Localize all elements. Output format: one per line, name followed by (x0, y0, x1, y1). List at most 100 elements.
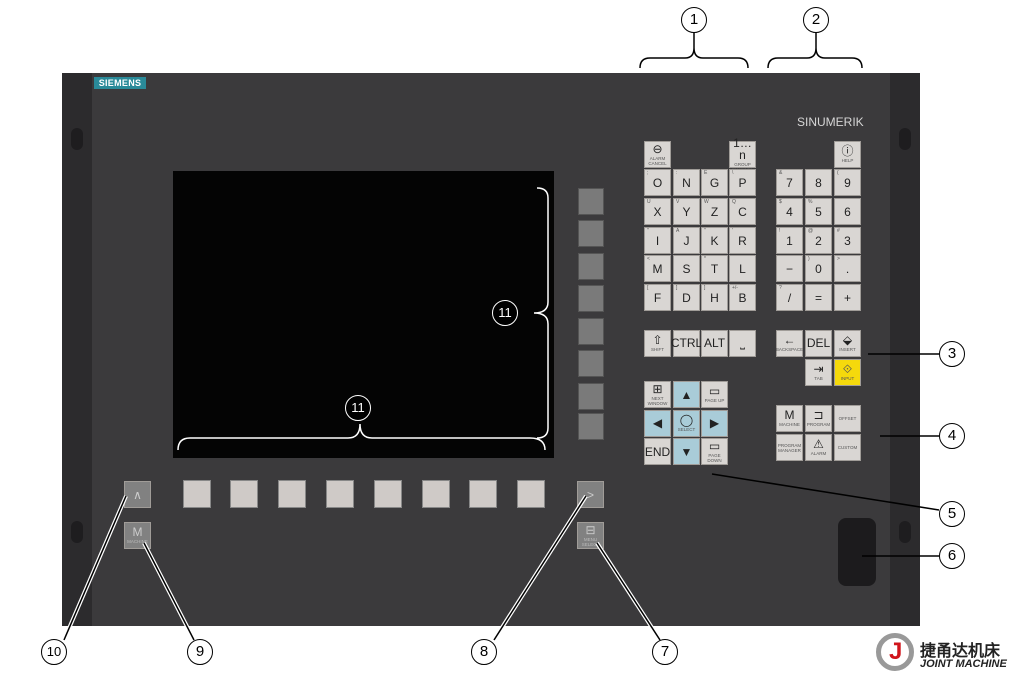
horizontal-softkey[interactable] (183, 480, 211, 508)
sinumerik-label: SINUMERIK (797, 115, 864, 129)
key-secondary-label: A (676, 228, 680, 234)
vertical-softkey[interactable] (578, 253, 604, 280)
mount-notch (71, 128, 83, 150)
alpha-key-t[interactable]: T* (701, 255, 728, 282)
callout-7: 7 (652, 639, 678, 665)
vertical-softkey[interactable] (578, 383, 604, 410)
numeric-key[interactable]: 0) (805, 255, 832, 282)
bracket-1 (639, 47, 749, 69)
shift-key[interactable]: ⇧SHIFT (644, 330, 671, 357)
key-label: ▭ (708, 439, 721, 453)
key-label: ALT (703, 335, 726, 350)
numeric-key[interactable]: 4$ (776, 198, 803, 225)
horizontal-softkey[interactable] (422, 480, 450, 508)
select-key[interactable]: ◯SELECT (673, 409, 700, 437)
key-label: = (814, 290, 822, 305)
horizontal-softkey[interactable] (469, 480, 497, 508)
key-label: N (682, 175, 691, 190)
callout-3: 3 (939, 341, 965, 367)
key-label: 0 (815, 261, 822, 276)
numeric-key[interactable]: .> (834, 255, 861, 282)
alpha-key-k[interactable]: K" (701, 227, 728, 254)
program-manager-key[interactable]: PROGRAM MANAGER (776, 434, 803, 461)
key-label: ▭ (708, 384, 721, 399)
ctrl-key[interactable]: CTRL (671, 330, 702, 357)
alpha-key-d[interactable]: D] (673, 284, 700, 311)
custom-key[interactable]: CUSTOM (834, 434, 861, 461)
input-key[interactable]: ⟐INPUT (834, 359, 861, 386)
alt-key[interactable]: ALT (701, 330, 728, 357)
next-window-key[interactable]: ⊞NEXT WINDOW (644, 381, 671, 408)
alpha-key-r[interactable]: R' (729, 227, 756, 254)
page-up-key[interactable]: ▭PAGE UP (701, 381, 728, 408)
alpha-key-b[interactable]: B+/- (729, 284, 756, 311)
cursor-down-key[interactable]: ▼ (673, 438, 700, 465)
vertical-softkey[interactable] (578, 350, 604, 377)
cursor-left-key[interactable]: ◀ (644, 409, 671, 437)
numeric-key[interactable]: 8 (805, 169, 832, 196)
alarm-key[interactable]: ⚠ALARM (805, 434, 832, 461)
vertical-softkey[interactable] (578, 220, 604, 247)
key-label: Y (682, 204, 691, 219)
tab-key[interactable]: ⇥TAB (805, 359, 832, 386)
space-key[interactable]: ⎵ (729, 330, 756, 357)
alpha-key-h[interactable]: H] (701, 284, 728, 311)
numeric-key[interactable]: 6 (834, 198, 861, 225)
numeric-key[interactable]: 5% (805, 198, 832, 225)
alpha-key-i[interactable]: I" (644, 227, 671, 254)
key-label: ◯ (679, 412, 694, 427)
horizontal-softkey[interactable] (517, 480, 545, 508)
backspace-key[interactable]: ←BACKSPACE (776, 330, 803, 357)
horizontal-softkey[interactable] (230, 480, 258, 508)
vertical-softkey[interactable] (578, 285, 604, 312)
numeric-key[interactable]: /? (776, 284, 803, 311)
alpha-key-p[interactable]: P\ (729, 169, 756, 196)
alpha-key-l[interactable]: L (729, 255, 756, 282)
vertical-softkey[interactable] (578, 188, 604, 215)
alpha-key-o[interactable]: O; (644, 169, 671, 196)
vertical-softkey[interactable] (578, 413, 604, 440)
numeric-key[interactable]: 9( (834, 169, 861, 196)
key-secondary-label: ! (779, 228, 781, 234)
numeric-key[interactable]: 7& (776, 169, 803, 196)
numeric-key[interactable]: 1! (776, 227, 803, 254)
alpha-key-n[interactable]: N: (673, 169, 700, 196)
horizontal-softkey[interactable] (326, 480, 354, 508)
alpha-key-m[interactable]: M< (644, 255, 671, 282)
callout-8: 8 (471, 639, 497, 665)
cursor-right-key[interactable]: ▶ (701, 409, 728, 437)
del-key[interactable]: DEL (805, 330, 832, 357)
cursor-up-key[interactable]: ▲ (673, 381, 700, 408)
numeric-key[interactable]: + (834, 284, 861, 311)
alpha-key-s[interactable]: S (673, 255, 700, 282)
menu-select-key[interactable]: ⊟MENU SELECT (577, 522, 604, 549)
offset-key[interactable]: OFFSET (834, 405, 861, 432)
recall-key[interactable]: ∧ (124, 481, 151, 508)
vertical-softkey[interactable] (578, 318, 604, 345)
alpha-key-f[interactable]: F[ (644, 284, 671, 311)
etc-key[interactable]: > (577, 481, 604, 508)
key-secondary-label: Q (732, 199, 736, 205)
numeric-key[interactable]: − (776, 255, 803, 282)
program-key[interactable]: ⊐PROGRAM (805, 405, 832, 432)
numeric-key[interactable]: = (805, 284, 832, 311)
numeric-key[interactable]: 2@ (805, 227, 832, 254)
alarm-cancel-key[interactable]: ⊖ALARM CANCEL (644, 141, 671, 168)
key-caption: ALARM CANCEL (648, 156, 667, 166)
horizontal-softkey[interactable] (278, 480, 306, 508)
horizontal-softkey[interactable] (374, 480, 402, 508)
usb-interface-cover[interactable] (838, 518, 876, 586)
end-key[interactable]: END (644, 438, 671, 465)
key-label: 4 (786, 204, 793, 219)
numeric-key[interactable]: 3# (834, 227, 861, 254)
page-down-key[interactable]: ▭PAGE DOWN (701, 438, 728, 465)
insert-key[interactable]: ⬙INSERT (834, 330, 861, 357)
